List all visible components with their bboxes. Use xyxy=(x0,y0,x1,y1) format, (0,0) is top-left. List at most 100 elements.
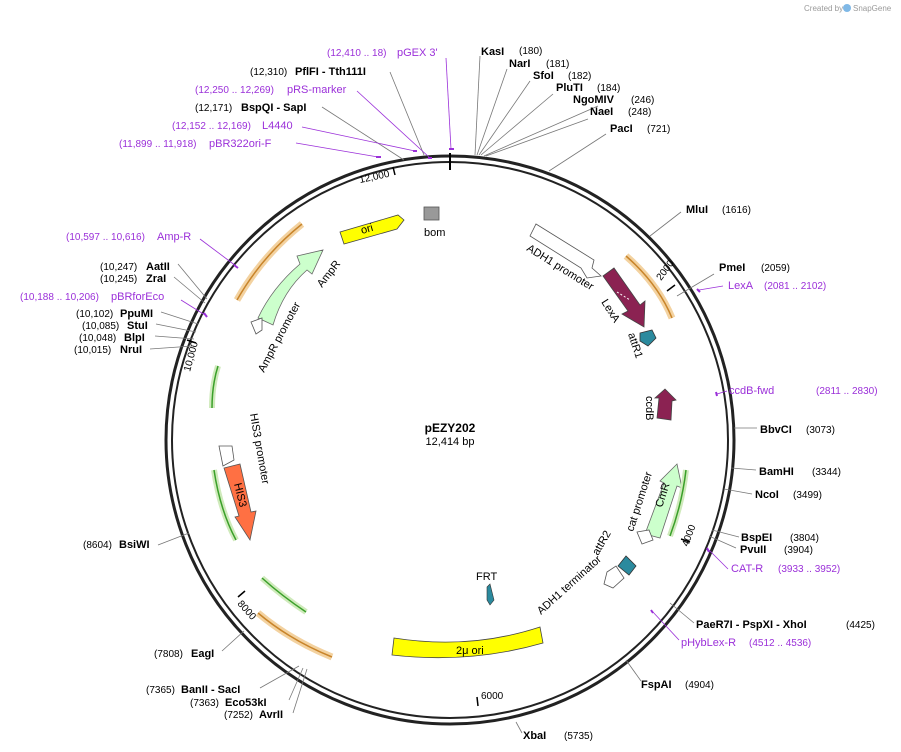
ccdb-feature[interactable] xyxy=(653,388,677,421)
site-blpi[interactable]: BlpI xyxy=(124,332,145,344)
frt-feature[interactable] xyxy=(486,583,495,606)
site-bbvci[interactable]: BbvCI xyxy=(760,424,792,436)
tick-marks xyxy=(186,166,691,707)
adh1-terminator-label: ADH1 terminator xyxy=(535,553,604,617)
site-nrui[interactable]: NruI xyxy=(120,344,142,356)
site-pmei-pos: (2059) xyxy=(761,263,790,274)
site-mlui[interactable]: MluI xyxy=(686,204,708,216)
cat-promoter-feature[interactable] xyxy=(636,529,654,545)
primer-ampr-pos: (10,597 .. 10,616) xyxy=(66,232,145,243)
his3-feature[interactable] xyxy=(223,463,257,542)
tick-label-4000: 4000 xyxy=(680,523,698,548)
site-banii-pos: (7365) xyxy=(146,685,175,696)
site-eco53ki-pos: (7363) xyxy=(190,698,219,709)
his3-promoter-feature[interactable] xyxy=(218,445,235,467)
site-mlui-pos: (1616) xyxy=(722,205,751,216)
primer-lexa[interactable]: LexA xyxy=(728,280,754,292)
attr2-label: attR2 xyxy=(590,529,614,558)
site-pluti[interactable]: PluTI xyxy=(556,82,583,94)
bom-feature[interactable] xyxy=(423,206,440,221)
site-nari-pos: (181) xyxy=(546,59,569,70)
site-paci-pos: (721) xyxy=(647,124,670,135)
tick-label-6000: 6000 xyxy=(481,691,504,702)
ampr-feature[interactable] xyxy=(257,249,324,326)
primer-l4440[interactable]: L4440 xyxy=(262,120,293,132)
site-eco53ki[interactable]: Eco53kI xyxy=(225,697,267,709)
tick-label-12000: 12,000 xyxy=(358,169,391,186)
primer-pgex3[interactable]: pGEX 3' xyxy=(397,47,438,59)
site-ppumi-pos: (10,102) xyxy=(76,309,113,320)
attr2-feature[interactable] xyxy=(617,555,637,576)
site-paer7i[interactable]: PaeR7I - PspXI - XhoI xyxy=(696,619,807,631)
site-bamhi-pos: (3344) xyxy=(812,467,841,478)
bom-label: bom xyxy=(424,227,445,239)
adh1-promoter-feature[interactable] xyxy=(529,223,602,279)
site-pvuii[interactable]: PvuII xyxy=(740,544,766,556)
cmr-feature[interactable] xyxy=(644,463,683,539)
site-eagi-pos: (7808) xyxy=(154,649,183,660)
site-bamhi[interactable]: BamHI xyxy=(759,466,794,478)
primer-prs-marker-pos: (12,250 .. 12,269) xyxy=(195,85,274,96)
site-xbai[interactable]: XbaI xyxy=(523,730,546,742)
site-banii[interactable]: BanII - SacI xyxy=(181,684,240,696)
site-aatii[interactable]: AatII xyxy=(146,261,170,273)
site-stui-pos: (10,085) xyxy=(82,321,119,332)
site-kasi-pos: (180) xyxy=(519,46,542,57)
site-xbai-pos: (5735) xyxy=(564,731,593,742)
site-naei-pos: (248) xyxy=(628,107,651,118)
site-sfoi-pos: (182) xyxy=(568,71,591,82)
frt-label: FRT xyxy=(476,571,497,583)
ccdb-label: ccdB xyxy=(643,396,655,420)
primer-pbr322ori[interactable]: pBR322ori-F xyxy=(209,138,272,150)
primer-pbrforeco-pos: (10,188 .. 10,206) xyxy=(20,292,99,303)
snapgene-logo-icon xyxy=(843,4,851,12)
site-pflfi[interactable]: PflFI - Tth111I xyxy=(295,66,366,78)
attr1-feature[interactable] xyxy=(639,329,657,347)
site-bsiwi[interactable]: BsiWI xyxy=(119,539,150,551)
ampr-label: AmpR xyxy=(315,258,343,290)
site-bspqi[interactable]: BspQI - SapI xyxy=(241,102,306,114)
primer-ampr[interactable]: Amp-R xyxy=(157,231,191,243)
primer-pbrforeco[interactable]: pBRforEco xyxy=(111,291,164,303)
site-zrai[interactable]: ZraI xyxy=(146,273,166,285)
site-bbvci-pos: (3073) xyxy=(806,425,835,436)
site-bspei[interactable]: BspEI xyxy=(741,532,772,544)
site-naei[interactable]: NaeI xyxy=(590,106,613,118)
tick-label-2000: 2000 xyxy=(655,258,677,283)
lexa-label: LexA xyxy=(598,297,622,325)
site-pmei[interactable]: PmeI xyxy=(719,262,745,274)
site-fspai[interactable]: FspAI xyxy=(641,679,672,691)
primer-prs-marker[interactable]: pRS-marker xyxy=(287,84,347,96)
site-sfoi[interactable]: SfoI xyxy=(533,70,554,82)
site-ngomiv-pos: (246) xyxy=(631,95,654,106)
primer-cat-r[interactable]: CAT-R xyxy=(731,563,763,575)
site-pvuii-pos: (3904) xyxy=(784,545,813,556)
site-ngomiv[interactable]: NgoMIV xyxy=(573,94,615,106)
tick-label-10000: 10,000 xyxy=(182,340,201,373)
ori-label: ori xyxy=(360,222,375,237)
site-ppumi[interactable]: PpuMI xyxy=(120,308,153,320)
site-ncoi[interactable]: NcoI xyxy=(755,489,779,501)
primer-phyblex-r[interactable]: pHybLex-R xyxy=(681,637,736,649)
site-nari[interactable]: NarI xyxy=(509,58,530,70)
site-avrii-pos: (7252) xyxy=(224,710,253,721)
primer-ccdb-fwd[interactable]: ccdB-fwd xyxy=(729,385,774,397)
site-avrii[interactable]: AvrII xyxy=(259,709,283,721)
site-blpi-pos: (10,048) xyxy=(79,333,116,344)
site-ncoi-pos: (3499) xyxy=(793,490,822,501)
primer-cat-r-pos: (3933 .. 3952) xyxy=(778,564,840,575)
leader-lines xyxy=(149,55,757,734)
site-kasi[interactable]: KasI xyxy=(481,46,504,58)
lexa-feature[interactable] xyxy=(602,267,646,328)
ori-feature[interactable] xyxy=(339,214,405,245)
two-micron-ori-label: 2μ ori xyxy=(456,645,484,657)
two-micron-ori-feature[interactable] xyxy=(391,626,544,659)
site-paci[interactable]: PacI xyxy=(610,123,633,135)
adh1-terminator-feature[interactable] xyxy=(603,565,625,589)
ampr-promoter-feature[interactable] xyxy=(250,317,263,335)
site-srui-pos: (10,015) xyxy=(74,345,111,356)
site-eagi[interactable]: EagI xyxy=(191,648,214,660)
site-stui[interactable]: StuI xyxy=(127,320,148,332)
site-pluti-pos: (184) xyxy=(597,83,620,94)
site-bspqi-pos: (12,171) xyxy=(195,103,232,114)
